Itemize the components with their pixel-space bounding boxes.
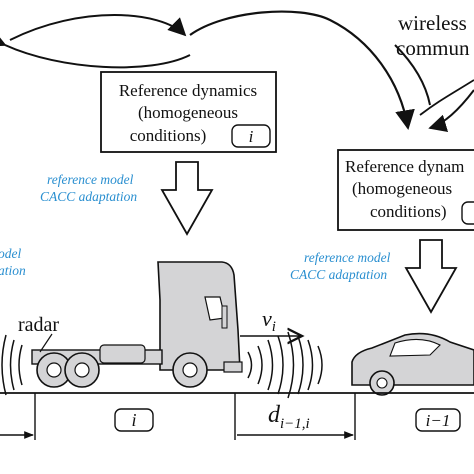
vehicle-index-car: i−1: [426, 411, 451, 430]
wireless-label-line2: commun: [396, 36, 470, 60]
truck-wheel-rear-2: [64, 352, 100, 388]
truck-wheel-rear-1: [36, 352, 72, 388]
car-wheel: [369, 370, 395, 396]
wireless-arc-right: [394, 44, 431, 106]
radar-pointer: [39, 333, 53, 353]
velocity-subscript: i: [272, 319, 276, 335]
wireless-arrows: [0, 10, 474, 132]
adaptation-right-line1: reference model: [304, 250, 391, 265]
reference-box-left-line1: Reference dynamics: [119, 81, 257, 100]
velocity-symbol: v: [262, 306, 272, 331]
reference-box-left-index: i: [249, 127, 254, 146]
distance-symbol: d: [268, 402, 281, 428]
car-window: [389, 338, 441, 357]
reference-box-right-line1: Reference dynam: [345, 157, 464, 176]
truck-bumper: [223, 361, 243, 373]
reference-box-left-line3: conditions): [130, 126, 207, 145]
reference-box-right-line3: conditions): [370, 202, 447, 221]
reference-box-left: Reference dynamics (homogeneous conditio…: [100, 71, 277, 153]
adaptation-edge-line2: ation: [0, 263, 26, 278]
radar-waves-truck-rear: [1, 334, 23, 396]
radar-label: radar: [18, 314, 59, 336]
wireless-arc-mid: [0, 30, 191, 69]
vehicle-index-truck-frame: [114, 408, 154, 432]
truck-cab: [157, 261, 241, 371]
distance-label: di−1,i: [268, 402, 310, 432]
adaptation-arrow-left: [160, 161, 214, 236]
adaptation-right-line2: CACC adaptation: [290, 267, 387, 282]
truck-mirror: [221, 305, 228, 329]
wireless-arc-right-2: [428, 89, 474, 132]
velocity-label: vi: [262, 306, 276, 335]
vehicle-index-truck: i: [131, 410, 136, 430]
truck-wheel-front: [172, 352, 208, 388]
reference-box-right-line2: (homogeneous: [352, 179, 452, 198]
reference-box-right: Reference dynam (homogeneous conditions): [337, 149, 474, 231]
reference-box-left-index-frame: [231, 124, 271, 148]
reference-box-left-line2: (homogeneous: [138, 103, 238, 122]
adaptation-arrow-right: [404, 239, 458, 314]
vehicle-index-car-frame: [415, 408, 461, 432]
dimension-lines: [0, 393, 356, 440]
adaptation-left-line1: reference model: [47, 172, 134, 187]
wireless-arc-top-2: [189, 10, 415, 130]
reference-box-right-index-frame: [461, 201, 474, 225]
wireless-arc-top: [9, 14, 187, 41]
distance-subscript: i−1,i: [280, 416, 310, 432]
radar-waves-truck-front: [247, 331, 323, 399]
wireless-label-line1: wireless: [398, 11, 467, 35]
truck: [31, 261, 243, 388]
adaptation-left-line2: CACC adaptation: [40, 189, 137, 204]
wireless-arc-left-lower: [419, 79, 474, 116]
adaptation-edge-line1: odel: [0, 246, 21, 261]
car: [351, 332, 474, 396]
truck-tank: [99, 344, 146, 364]
